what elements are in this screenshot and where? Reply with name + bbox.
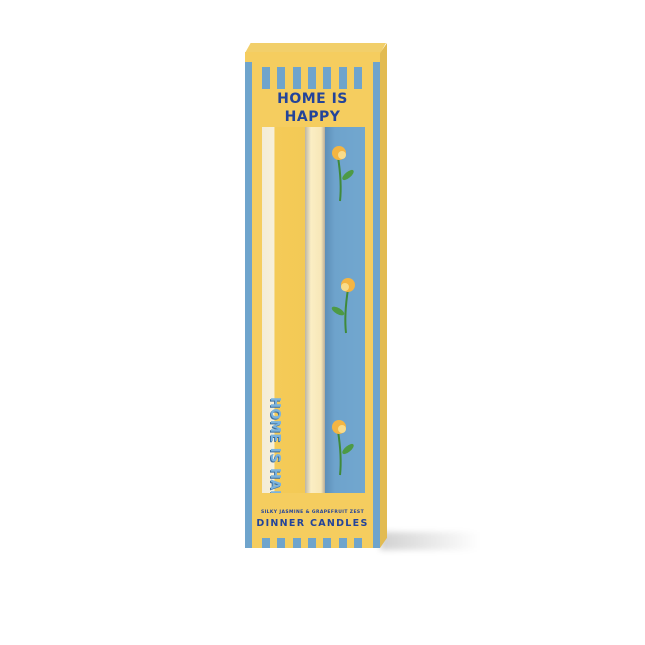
stripe <box>292 538 301 548</box>
stripe <box>323 67 332 89</box>
yellow-candle <box>262 127 305 493</box>
stripe <box>277 67 286 89</box>
blue-candle <box>325 127 365 493</box>
right-stripe <box>373 62 380 548</box>
bottom-stripes <box>245 538 380 548</box>
stripe <box>353 538 362 548</box>
box-window: HOME IS HAPPY <box>262 127 365 493</box>
flower-icon <box>332 146 354 202</box>
cream-candle <box>305 127 325 493</box>
scent-label: SILKY JASMINE & GRAPEFRUIT ZEST <box>260 510 365 515</box>
stripe <box>338 67 347 89</box>
product-name: DINNER CANDLES <box>256 518 369 529</box>
flower-icon <box>331 278 355 334</box>
left-stripe <box>245 62 252 548</box>
candle-box: HOME IS HAPPY HOME IS HAPPY SILKY JASMINE… <box>245 52 380 548</box>
box-side <box>380 43 387 548</box>
title-line-1: HOME IS <box>277 91 348 107</box>
box-title: HOME IS HAPPY <box>245 90 380 126</box>
top-stripes <box>245 67 380 89</box>
box-shadow <box>380 532 480 550</box>
candle-print: HOME IS HAPPY <box>267 397 282 493</box>
box-top <box>245 43 386 53</box>
flower-icon <box>332 420 354 476</box>
stripe <box>292 67 301 89</box>
stripe <box>262 538 270 548</box>
stripe <box>338 538 347 548</box>
stripe <box>262 67 270 89</box>
stripe <box>353 67 362 89</box>
stripe <box>307 67 316 89</box>
stripe <box>307 538 316 548</box>
stripe <box>323 538 332 548</box>
title-line-2: HAPPY <box>284 109 341 125</box>
stripe <box>277 538 286 548</box>
